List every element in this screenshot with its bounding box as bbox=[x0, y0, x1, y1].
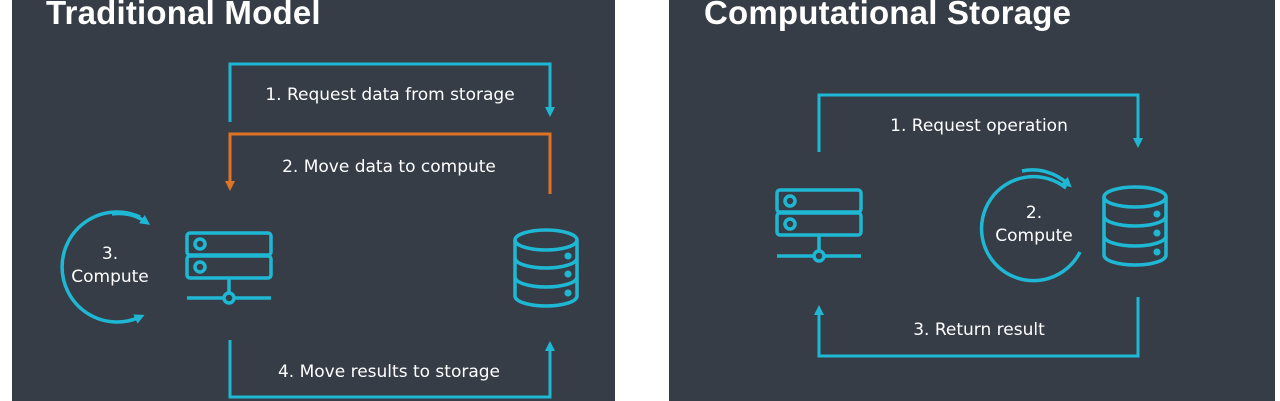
compute-step-number: 2. bbox=[1026, 203, 1042, 223]
step4-label: 4. Move results to storage bbox=[278, 362, 500, 382]
move-results-arrow bbox=[228, 340, 555, 399]
computational-storage-panel: Computational Storage bbox=[669, 0, 1275, 401]
panel-title: Traditional Model bbox=[46, 0, 321, 31]
traditional-model-panel: Traditional Model bbox=[12, 0, 615, 401]
return-result-arrow bbox=[814, 297, 1140, 358]
request-operation-arrow bbox=[817, 93, 1143, 152]
panel-title: Computational Storage bbox=[704, 0, 1072, 31]
compute-cycle-icon bbox=[979, 168, 1082, 283]
compute-cycle-icon bbox=[60, 210, 151, 324]
server-icon bbox=[185, 231, 273, 305]
step2-label: 2. Move data to compute bbox=[282, 157, 496, 177]
request-arrow bbox=[228, 62, 555, 122]
step1-label: 1. Request operation bbox=[890, 116, 1068, 136]
compute-label: Compute bbox=[71, 267, 149, 287]
compute-step-number: 3. bbox=[102, 244, 118, 264]
step1-label: 1. Request data from storage bbox=[265, 85, 514, 105]
step3-label: 3. Return result bbox=[913, 320, 1045, 340]
compute-label: Compute bbox=[995, 226, 1073, 246]
server-icon bbox=[775, 188, 863, 263]
move-data-arrow bbox=[225, 132, 552, 194]
database-icon bbox=[513, 228, 579, 308]
database-icon bbox=[1102, 185, 1168, 267]
